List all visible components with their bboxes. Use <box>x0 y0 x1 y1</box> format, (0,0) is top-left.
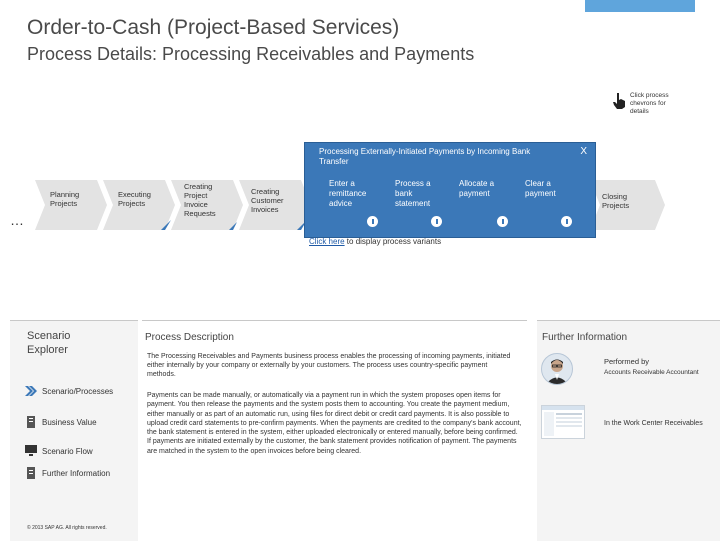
step-clear-payment[interactable]: Clear a payment <box>521 179 581 227</box>
explorer-item-further-information[interactable]: Further Information <box>24 467 110 479</box>
scenario-explorer: Scenario Explorer Scenario/Processes Bus… <box>10 320 138 541</box>
variants-link[interactable]: Click here <box>309 237 345 246</box>
further-info-title: Further Information <box>542 332 628 343</box>
chevron-label: Creating Project Invoice Requests <box>184 182 216 218</box>
step-enter-remittance-advice[interactable]: Enter a remittance advice <box>325 179 385 227</box>
page-subtitle: Process Details: Processing Receivables … <box>27 44 475 64</box>
work-center-label: In the Work Center Receivables <box>604 420 703 427</box>
step-process-bank-statement[interactable]: Process a bank statement <box>391 179 451 227</box>
chevron-label: Executing Projects <box>118 190 151 208</box>
chevron-label: Creating Customer Invoices <box>251 187 284 214</box>
explorer-item-business-value[interactable]: Business Value <box>24 416 97 428</box>
close-button[interactable]: X <box>580 146 587 157</box>
top-accent-bar <box>585 0 695 12</box>
step-label: Enter a remittance advice <box>329 179 367 208</box>
chevron-label: Closing Projects <box>602 192 630 210</box>
description-title: Process Description <box>145 332 234 343</box>
person-icon <box>546 359 568 384</box>
info-icon[interactable] <box>561 216 572 227</box>
chevron-executing-projects[interactable]: Executing Projects <box>103 180 175 230</box>
hint-text: Click process chevrons for details <box>630 92 669 115</box>
list-icon <box>27 467 35 479</box>
explorer-item-scenario-processes[interactable]: Scenario/Processes <box>24 385 113 397</box>
expanded-process-panel: Processing Externally-Initiated Payments… <box>304 142 596 238</box>
step-label: Allocate a payment <box>459 179 495 198</box>
variants-text: to display process variants <box>344 237 442 246</box>
explorer-item-scenario-flow[interactable]: Scenario Flow <box>24 445 93 457</box>
chevron-label: Planning Projects <box>50 190 80 208</box>
performed-by-value: Accounts Receivable Accountant <box>604 369 699 376</box>
chevron-double-icon <box>25 386 37 396</box>
document-icon <box>27 416 35 428</box>
process-description: Process Description The Processing Recei… <box>142 320 527 541</box>
description-paragraph: Payments can be made manually, or automa… <box>147 392 522 455</box>
explorer-item-label: Scenario Flow <box>42 446 93 456</box>
hint: Click process chevrons for details <box>612 92 685 116</box>
chevron-creating-customer-invoices[interactable]: Creating Customer Invoices <box>239 180 311 230</box>
hand-pointer-icon <box>613 93 625 109</box>
explorer-item-label: Scenario/Processes <box>42 386 114 396</box>
step-label: Clear a payment <box>525 179 556 198</box>
chevron-creating-project-invoice-requests[interactable]: Creating Project Invoice Requests <box>171 180 243 230</box>
variants-line: Click here to display process variants <box>309 237 441 246</box>
explorer-title: Scenario Explorer <box>27 330 71 356</box>
screenshot-icon <box>542 406 584 436</box>
explorer-item-label: Business Value <box>42 417 97 427</box>
step-label: Process a bank statement <box>395 179 431 208</box>
avatar <box>541 353 573 385</box>
step-allocate-payment[interactable]: Allocate a payment <box>455 179 515 227</box>
page-title: Order-to-Cash (Project-Based Services) <box>27 16 400 39</box>
work-center-thumbnail[interactable] <box>541 405 585 439</box>
info-icon[interactable] <box>431 216 442 227</box>
chevron-planning-projects[interactable]: Planning Projects <box>35 180 107 230</box>
copyright: © 2013 SAP AG. All rights reserved. <box>27 525 107 531</box>
process-flow: Planning Projects Executing Projects Cre… <box>35 180 695 230</box>
description-paragraph: The Processing Receivables and Payments … <box>147 353 511 378</box>
info-icon[interactable] <box>367 216 378 227</box>
chevron-closing-projects[interactable]: Closing Projects <box>590 180 665 230</box>
performed-by-label: Performed by <box>604 357 650 366</box>
expanded-process-title: Processing Externally-Initiated Payments… <box>319 147 531 166</box>
explorer-item-label: Further Information <box>42 468 111 478</box>
monitor-icon <box>25 445 37 456</box>
top-bar <box>0 0 720 12</box>
more-steps-indicator[interactable]: … <box>10 212 25 228</box>
info-icon[interactable] <box>497 216 508 227</box>
further-information: Further Information Performed by Account… <box>537 320 720 541</box>
